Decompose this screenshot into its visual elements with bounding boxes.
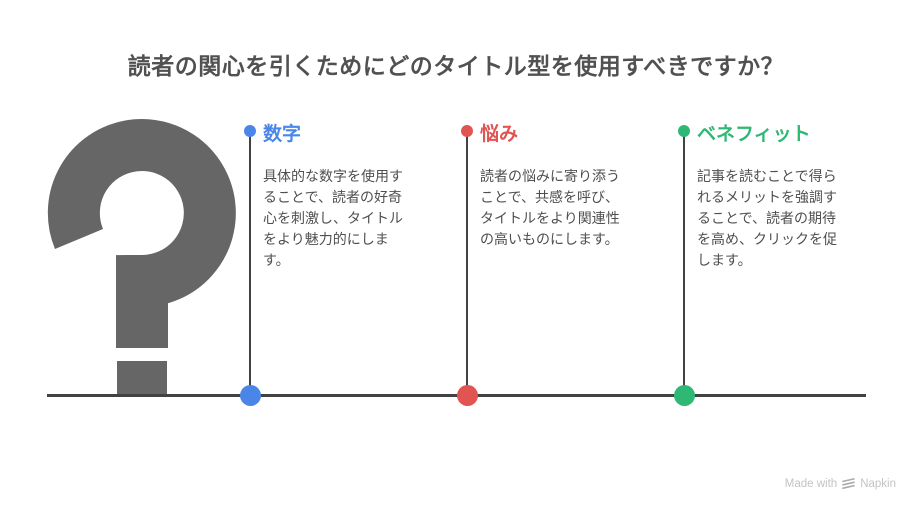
column-top-dot bbox=[678, 125, 690, 137]
timeline-axis bbox=[47, 394, 866, 397]
column-connector-line bbox=[249, 131, 251, 395]
column-top-dot bbox=[461, 125, 473, 137]
column-description-pain: 読者の悩みに寄り添うことで、共感を呼び、タイトルをより関連性の高いものにします。 bbox=[480, 168, 620, 247]
timeline-node-dot bbox=[240, 385, 261, 406]
napkin-badge[interactable]: Made with Napkin bbox=[785, 478, 896, 490]
column-connector-line bbox=[466, 131, 468, 395]
napkin-logo-icon bbox=[842, 478, 855, 489]
timeline-node-dot bbox=[457, 385, 478, 406]
column-heading-benefit: ベネフィット bbox=[697, 124, 811, 145]
timeline-node-dot bbox=[674, 385, 695, 406]
question-mark-graphic bbox=[47, 119, 236, 397]
column-top-dot bbox=[244, 125, 256, 137]
question-mark-dot bbox=[117, 361, 167, 397]
question-mark-hook bbox=[47, 119, 236, 348]
column-description-numbers: 具体的な数字を使用することで、読者の好奇心を刺激し、タイトルをより魅力的にします… bbox=[263, 168, 403, 268]
column-heading-numbers: 数字 bbox=[263, 124, 302, 145]
column-description-benefit: 記事を読むことで得られるメリットを強調することで、読者の期待を高め、クリックを促… bbox=[697, 168, 837, 268]
column-connector-line bbox=[683, 131, 685, 395]
page-title: 読者の関心を引くためにどのタイトル型を使用すべきですか？ bbox=[127, 53, 785, 79]
brand-label: Napkin bbox=[860, 478, 896, 490]
made-with-label: Made with bbox=[784, 478, 838, 490]
column-heading-pain: 悩み bbox=[480, 124, 519, 145]
